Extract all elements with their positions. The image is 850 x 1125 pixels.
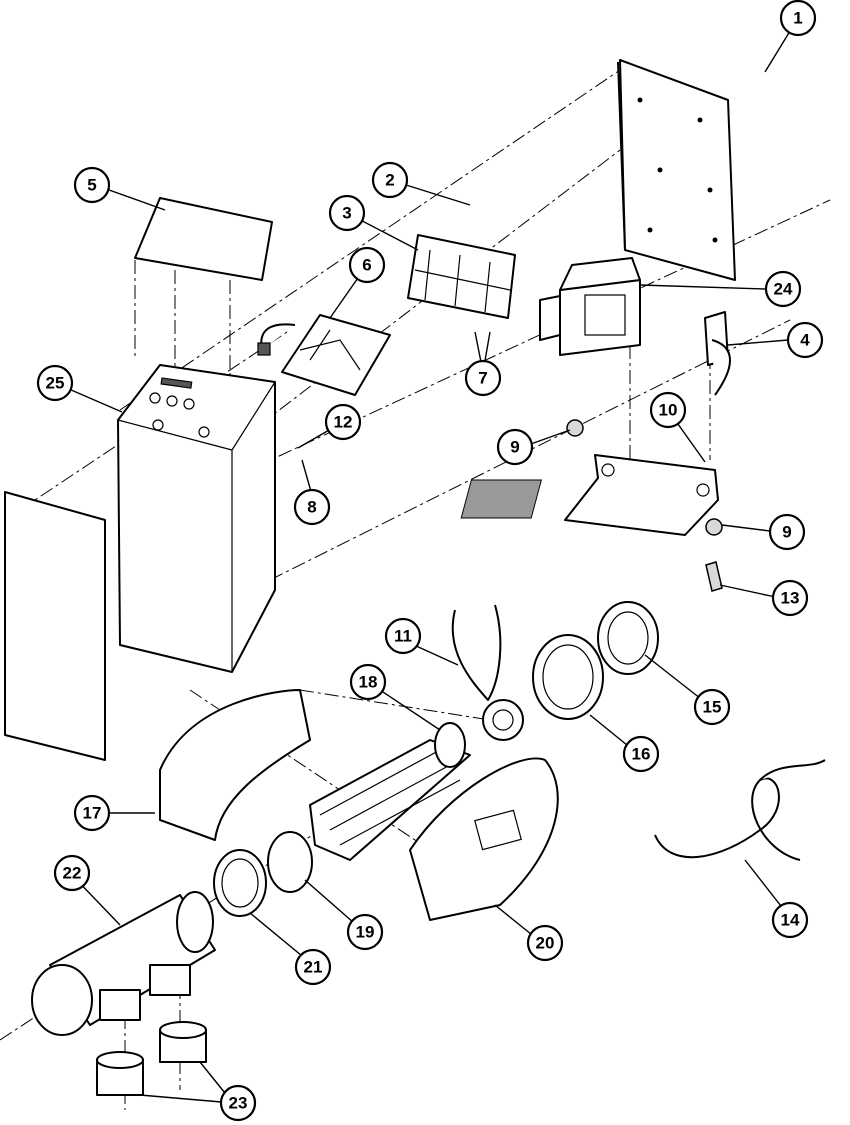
callout-4-label: 4	[800, 331, 810, 350]
callout-8-label: 8	[307, 498, 316, 517]
callout-25: 25	[36, 364, 74, 402]
callout-5-label: 5	[87, 176, 96, 195]
cell-part	[309, 722, 471, 861]
cell-nut-part	[213, 849, 267, 917]
control-board-part	[407, 234, 516, 319]
callout-1-label: 1	[793, 9, 802, 28]
tee-body-part	[31, 891, 216, 1036]
callout-17: 17	[73, 794, 111, 832]
callout-16-label: 16	[632, 745, 651, 764]
callout-1: 1	[779, 0, 817, 37]
grommet-parts	[566, 419, 723, 592]
bracket-part	[704, 311, 731, 396]
callout-12-label: 12	[334, 413, 353, 432]
callout-23: 23	[219, 1084, 257, 1122]
callout-23-label: 23	[229, 1094, 248, 1113]
callout-18: 18	[349, 663, 387, 701]
callouts: 1 2 3 4 5 6 7 8 9 9 10 11 12 13 14 15 16…	[36, 0, 824, 1122]
callout-11: 11	[384, 617, 422, 655]
callout-21-label: 21	[304, 958, 323, 977]
callout-3-label: 3	[342, 204, 351, 223]
callout-13-label: 13	[781, 589, 800, 608]
cell-cover-lower-part	[409, 757, 559, 921]
callout-5: 5	[73, 166, 111, 204]
union-nut-part	[532, 634, 604, 720]
callout-19-label: 19	[356, 923, 375, 942]
cable-part	[654, 759, 826, 861]
cell-cover-upper-part	[159, 689, 311, 841]
pcb-board-part	[257, 314, 391, 396]
callout-7: 7	[464, 359, 502, 397]
vent-bottom-plate-part	[460, 454, 719, 536]
callout-24: 24	[764, 270, 802, 308]
cover-plate-part	[134, 197, 273, 281]
callout-15: 15	[693, 688, 731, 726]
callout-16: 16	[622, 735, 660, 773]
callout-12: 12	[324, 403, 362, 441]
transformer-part	[539, 257, 641, 356]
callout-9b-label: 9	[782, 523, 791, 542]
o-ring-part	[267, 831, 313, 893]
callout-2: 2	[371, 161, 409, 199]
callout-9a-label: 9	[510, 438, 519, 457]
callout-21: 21	[294, 948, 332, 986]
callout-8: 8	[293, 488, 331, 526]
callout-15-label: 15	[703, 698, 722, 717]
callout-13: 13	[771, 579, 809, 617]
housing-enclosure-part	[4, 364, 276, 761]
callout-14-label: 14	[781, 911, 800, 930]
callout-6-label: 6	[362, 256, 371, 275]
flow-switch-part	[451, 604, 524, 741]
callout-9a: 9	[496, 428, 534, 466]
callout-20-label: 20	[536, 934, 555, 953]
callout-20: 20	[526, 924, 564, 962]
callout-25-label: 25	[46, 374, 65, 393]
callout-10-label: 10	[659, 401, 678, 420]
adapter-parts	[96, 1021, 207, 1096]
callout-3: 3	[328, 194, 366, 232]
callout-24-label: 24	[774, 280, 793, 299]
callout-9b: 9	[768, 513, 806, 551]
callout-7-label: 7	[478, 369, 487, 388]
callout-22: 22	[53, 854, 91, 892]
callout-17-label: 17	[83, 804, 102, 823]
callout-18-label: 18	[359, 673, 378, 692]
callout-19: 19	[346, 913, 384, 951]
callout-2-label: 2	[385, 171, 394, 190]
callout-11-label: 11	[394, 627, 412, 646]
callout-4: 4	[786, 321, 824, 359]
union-collar-part	[597, 601, 659, 675]
callout-6: 6	[348, 246, 386, 284]
callout-14: 14	[771, 901, 809, 939]
callout-10: 10	[649, 391, 687, 429]
callout-22-label: 22	[63, 864, 82, 883]
backplate-part	[617, 59, 736, 281]
